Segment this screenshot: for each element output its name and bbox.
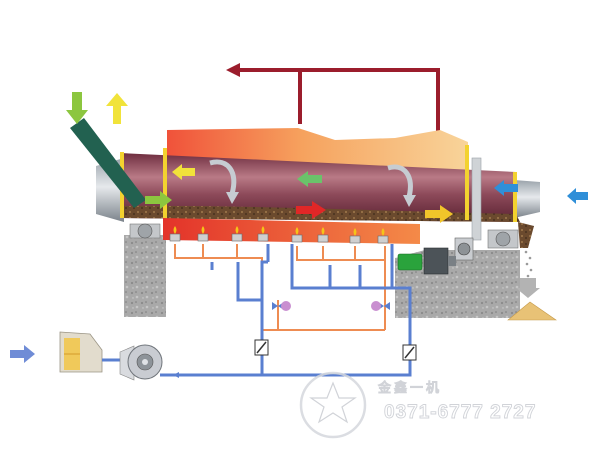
feed-arrow-icon (66, 92, 88, 124)
support-roller-left (129, 223, 161, 239)
product-flow-arrow-icon (425, 205, 453, 223)
burner-icon (377, 228, 389, 244)
tumble-arrow-icon (209, 159, 237, 195)
motor-icon (397, 247, 456, 275)
gear-icon (454, 237, 474, 261)
discharge-dots (524, 250, 533, 278)
air-intake-arrow-icon (10, 345, 35, 363)
tumble-arrow-icon (387, 164, 413, 198)
burner-icon (197, 226, 209, 242)
burner-icon (317, 227, 329, 243)
heat-flow-arrow-icon (296, 201, 326, 219)
watermark-logo-icon (299, 371, 367, 439)
discharge-end-cap (514, 180, 540, 218)
vapour-arrow-icon (106, 93, 128, 124)
rotary-drum (120, 153, 516, 222)
support-roller-right (487, 229, 519, 249)
burner-icon (349, 228, 361, 244)
feed-chute-icon (70, 118, 146, 208)
discharge-chute (518, 222, 534, 248)
burner-icon (291, 227, 303, 243)
exhaust-duct (226, 63, 440, 146)
exhaust-arrow-icon (226, 63, 240, 77)
burner-icon (257, 226, 269, 242)
watermark-phone: 0371-6777 2727 (384, 402, 536, 423)
material-flow-arrow-icon (145, 191, 172, 209)
damper-valve-icon (254, 339, 269, 356)
burner-icon (231, 226, 243, 242)
air-inlet-arrow-icon (494, 180, 518, 196)
blower-fan-icon (119, 344, 163, 381)
burner-row (169, 226, 389, 244)
watermark-brand-text: 金鑫一机 (377, 380, 442, 396)
burner-icon (169, 226, 181, 242)
external-air-arrow-icon (567, 188, 588, 204)
watermark: 金鑫一机 0371-6777 2727 (299, 371, 536, 439)
material-bed (124, 205, 520, 222)
vapour-flow-arrow-icon (172, 164, 195, 180)
discharge-arrow-icon (516, 278, 540, 298)
valve-icon (272, 301, 291, 311)
seal-column (471, 157, 482, 241)
damper-valve-icon (402, 344, 417, 361)
filter-box-icon (59, 331, 103, 373)
valve-icon (371, 301, 390, 311)
discharge-pile-icon (507, 301, 557, 321)
left-pier (124, 235, 166, 317)
air-pipe-network (160, 244, 412, 377)
moisture-flow-arrow-icon (297, 171, 322, 187)
